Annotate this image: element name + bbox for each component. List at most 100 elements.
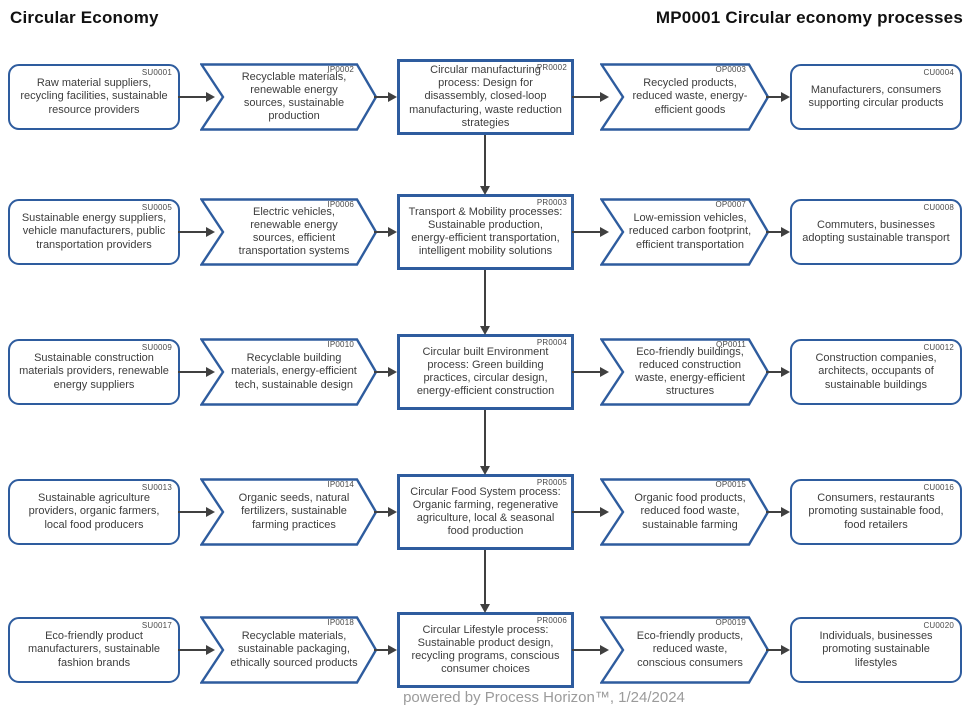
supplier-box: SU0005 Sustainable energy suppliers, veh… [8,199,180,265]
shape-code: CU0020 [923,621,954,630]
supplier-box: SU0001 Raw material suppliers, recycling… [8,64,180,130]
supplier-box: SU0013 Sustainable agriculture providers… [8,479,180,545]
flow-arrow-icon [572,507,609,517]
flow-arrow-icon [572,227,609,237]
flow-arrow-icon [572,645,609,655]
output-text: Low-emission vehicles, reduced carbon fo… [628,212,752,251]
flow-arrow-icon [374,227,397,237]
process-flow-down-arrow-icon [480,270,490,335]
flow-arrow-icon [766,92,790,102]
shape-code: OP0007 [715,200,746,209]
supplier-box: SU0017 Eco-friendly product manufacturer… [8,617,180,683]
input-chevron: IP0006 Electric vehicles, renewable ener… [200,198,378,266]
process-box: PR0003 Transport & Mobility processes: S… [397,194,574,270]
chevron-shape-icon [200,616,378,684]
shape-code: IP0014 [327,480,354,489]
customer-box: CU0016 Consumers, restaurants promoting … [790,479,962,545]
flow-arrow-icon [178,645,215,655]
shape-code: PR0005 [536,478,567,487]
input-chevron: IP0014 Organic seeds, natural fertilizer… [200,478,378,546]
process-text: Circular Lifestyle process: Sustainable … [411,623,560,676]
shape-code: CU0012 [923,343,954,352]
powered-by-footer: powered by Process Horizon™, 1/24/2024 [403,689,685,706]
customer-text: Manufacturers, consumers supporting circ… [808,83,944,109]
flow-arrow-icon [374,507,397,517]
shape-code: CU0016 [923,483,954,492]
input-text: Organic seeds, natural fertilizers, sust… [238,492,350,531]
output-text: Eco-friendly buildings, reduced construc… [635,345,745,398]
shape-code: SU0013 [141,483,172,492]
flow-arrow-icon [374,645,397,655]
supplier-text: Eco-friendly product manufacturers, sust… [27,630,161,669]
flow-arrow-icon [374,367,397,377]
shape-code: IP0002 [327,65,354,74]
chevron-shape-icon [600,478,770,546]
customer-box: CU0008 Commuters, businesses adopting su… [790,199,962,265]
flow-arrow-icon [374,92,397,102]
shape-code: IP0010 [327,340,354,349]
shape-code: SU0017 [141,621,172,630]
output-chevron: OP0011 Eco-friendly buildings, reduced c… [600,338,770,406]
process-row: SU0009 Sustainable construction material… [0,330,971,414]
chevron-shape-icon [200,198,378,266]
input-text: Recyclable materials, renewable energy s… [241,70,347,123]
process-box: PR0004 Circular built Environment proces… [397,334,574,410]
customer-text: Commuters, businesses adopting sustainab… [802,218,950,244]
output-chevron: OP0015 Organic food products, reduced fo… [600,478,770,546]
chevron-shape-icon [600,63,770,131]
process-box: PR0006 Circular Lifestyle process: Susta… [397,612,574,688]
flow-arrow-icon [766,507,790,517]
process-text: Transport & Mobility processes: Sustaina… [408,205,563,258]
flow-arrow-icon [572,367,609,377]
shape-code: PR0003 [536,198,567,207]
output-chevron: OP0007 Low-emission vehicles, reduced ca… [600,198,770,266]
supplier-text: Sustainable agriculture providers, organ… [28,492,160,531]
output-text: Organic food products, reduced food wast… [634,492,746,531]
process-row: SU0005 Sustainable energy suppliers, veh… [0,190,971,274]
customer-box: CU0020 Individuals, businesses promoting… [790,617,962,683]
shape-code: SU0001 [141,68,172,77]
input-chevron: IP0018 Recyclable materials, sustainable… [200,616,378,684]
chevron-shape-icon [600,616,770,684]
chevron-shape-icon [600,198,770,266]
customer-text: Consumers, restaurants promoting sustain… [808,492,944,531]
shape-code: PR0006 [536,616,567,625]
customer-box: CU0004 Manufacturers, consumers supporti… [790,64,962,130]
shape-code: PR0002 [536,63,567,72]
process-text: Circular manufacturing process: Design f… [409,64,562,129]
shape-code: CU0008 [923,203,954,212]
process-flow-down-arrow-icon [480,135,490,195]
shape-code: OP0011 [716,340,746,349]
flow-arrow-icon [766,367,790,377]
map-id-title: MP0001 Circular economy processes [655,8,963,27]
process-box: PR0002 Circular manufacturing process: D… [397,59,574,135]
chevron-shape-icon [200,63,378,131]
output-chevron: OP0019 Eco-friendly products, reduced wa… [600,616,770,684]
flow-arrow-icon [178,507,215,517]
flow-arrow-icon [178,227,215,237]
shape-code: SU0005 [141,203,172,212]
flow-arrow-icon [178,367,215,377]
flow-arrow-icon [766,227,790,237]
process-box: PR0005 Circular Food System process: Org… [397,474,574,550]
page-title: Circular Economy [10,8,159,27]
input-chevron: IP0010 Recyclable building materials, en… [200,338,378,406]
shape-code: CU0004 [923,68,954,77]
supplier-box: SU0009 Sustainable construction material… [8,339,180,405]
process-flow-down-arrow-icon [480,550,490,613]
customer-text: Construction companies, architects, occu… [815,352,937,391]
supplier-text: Sustainable construction materials provi… [19,352,169,391]
customer-box: CU0012 Construction companies, architect… [790,339,962,405]
supplier-text: Sustainable energy suppliers, vehicle ma… [21,212,167,251]
output-text: Recycled products, reduced waste, energy… [632,77,748,116]
chevron-shape-icon [200,478,378,546]
process-row: SU0013 Sustainable agriculture providers… [0,470,971,554]
input-chevron: IP0002 Recyclable materials, renewable e… [200,63,378,131]
chevron-shape-icon [200,338,378,406]
shape-code: IP0018 [327,618,354,627]
shape-code: OP0019 [715,618,746,627]
shape-code: OP0003 [715,65,746,74]
process-row: SU0017 Eco-friendly product manufacturer… [0,608,971,692]
flow-arrow-icon [572,92,609,102]
